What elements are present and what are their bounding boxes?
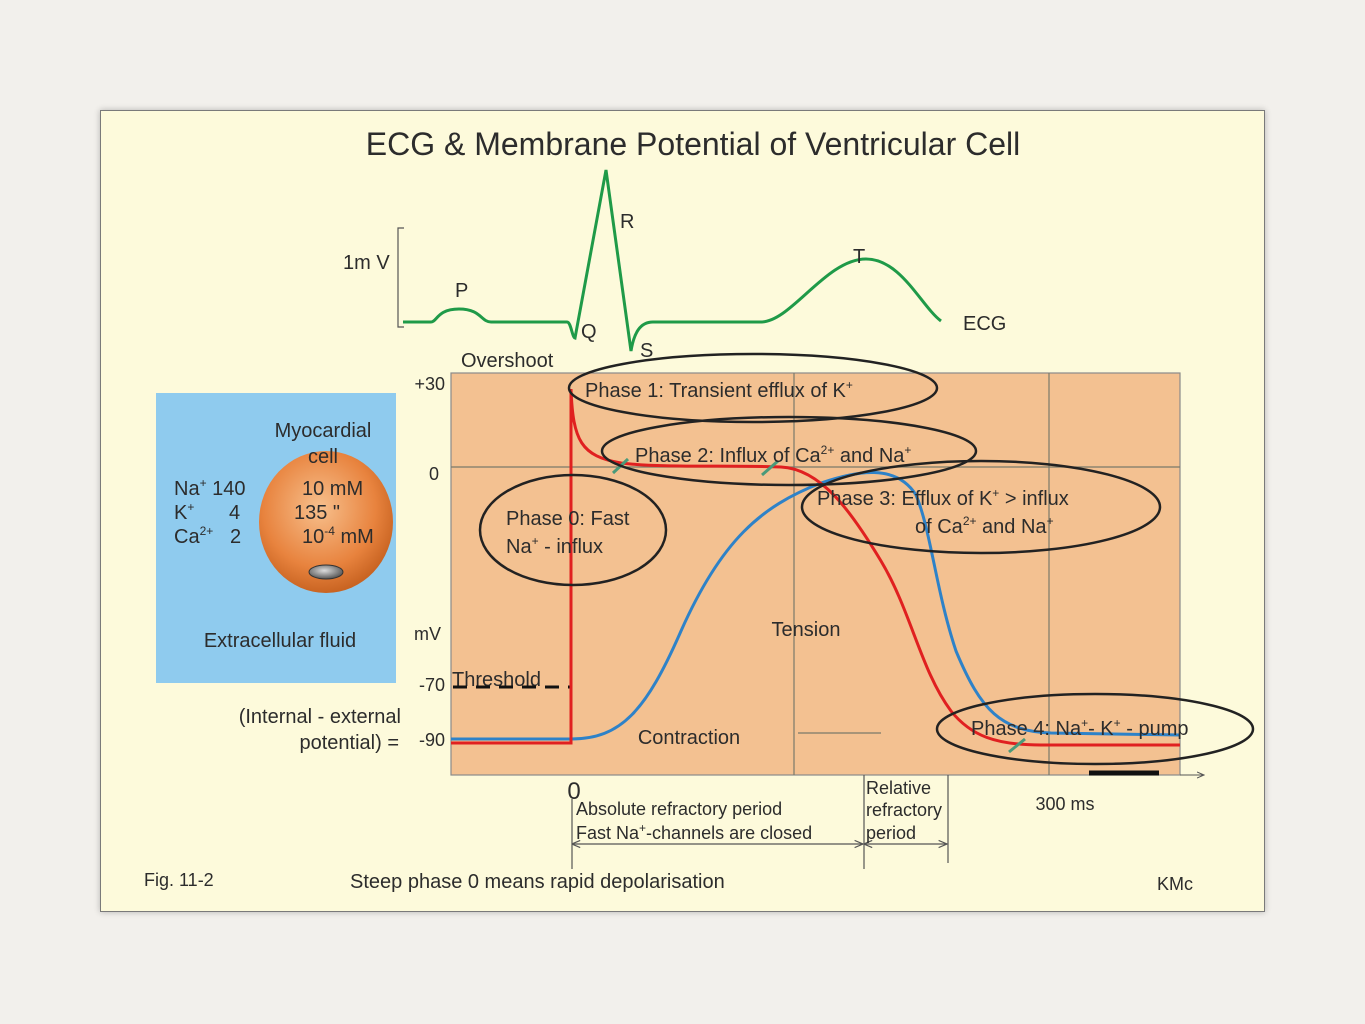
phase2-label: Phase 2: Influx of Ca2+ and Na+ <box>635 443 911 467</box>
phase4-ellipse <box>935 692 1255 766</box>
contraction-label: Contraction <box>638 727 740 749</box>
threshold-label: Threshold <box>452 669 541 691</box>
phase3-label-line1: Phase 3: Efflux of K+ > influx <box>817 486 1069 510</box>
slide: ECG & Membrane Potential of Ventricular … <box>100 110 1265 912</box>
diagram: ECG & Membrane Potential of Ventricular … <box>144 126 1255 894</box>
ecg-scale-bracket <box>397 227 404 328</box>
extracellular-label: Extracellular fluid <box>204 630 356 652</box>
ion-ca-outside: 2 <box>230 526 241 548</box>
y-axis-unit: mV <box>414 624 441 644</box>
phase4-label: Phase 4: Na+- K+ - pump <box>971 716 1188 740</box>
phase0-ellipse <box>478 473 668 587</box>
y-tick-0: 0 <box>429 464 439 484</box>
ion-k-inside: 135 " <box>294 502 340 524</box>
phase1-ellipse <box>567 352 939 424</box>
ecg-label: ECG <box>963 313 1006 335</box>
y-tick-minus90: -90 <box>419 730 445 750</box>
ion-table: Na+ 140 10 mM K+ 4 135 " Ca2+ 2 10-4 mM <box>174 476 374 548</box>
caption: Steep phase 0 means rapid depolarisation <box>350 871 725 893</box>
x-zero-label: 0 <box>567 778 580 805</box>
ecg-t-label: T <box>853 246 865 268</box>
ecg-scale-label: 1m V <box>343 252 390 274</box>
ecg-p-label: P <box>455 280 468 302</box>
cell-label-line1: Myocardial <box>275 420 372 442</box>
ion-k: K+ <box>174 500 194 524</box>
tension-label: Tension <box>772 619 841 641</box>
refractory-markers <box>571 775 949 869</box>
y-tick-minus70: -70 <box>419 675 445 695</box>
figure-number: Fig. 11-2 <box>144 870 214 890</box>
ion-ca-inside: 10-4 mM <box>302 524 374 548</box>
scale-bar-label: 300 ms <box>1035 794 1094 814</box>
axis-note-line2: potential) = <box>299 732 399 754</box>
myocardial-cell <box>259 451 393 593</box>
axis-note-line1: (Internal - external <box>239 706 401 728</box>
relative-refractory-line2: refractory <box>866 800 942 820</box>
credit: KMc <box>1157 874 1193 894</box>
phase0-label-line1: Phase 0: Fast <box>506 508 630 530</box>
phase2-ellipse <box>600 415 978 487</box>
phase3-label-line2: of Ca2+ and Na+ <box>915 514 1054 538</box>
ion-ca: Ca2+ <box>174 524 213 548</box>
phase1-label: Phase 1: Transient efflux of K+ <box>585 378 853 402</box>
phase0-label-line2: Na+ - influx <box>506 534 603 558</box>
cell-nucleus <box>308 564 344 580</box>
ecg-s-label: S <box>640 340 653 362</box>
ecg-r-label: R <box>620 211 634 233</box>
absolute-refractory-line1: Absolute refractory period <box>576 799 782 819</box>
absolute-refractory-line2: Fast Na+-channels are closed <box>576 821 812 843</box>
ion-k-outside: 4 <box>229 502 240 524</box>
ion-na: Na+ 140 <box>174 476 246 500</box>
ecg-trace <box>403 169 942 352</box>
relative-refractory-line1: Relative <box>866 778 931 798</box>
diagram-title: ECG & Membrane Potential of Ventricular … <box>366 126 1021 162</box>
y-tick-plus30: +30 <box>414 374 445 394</box>
phase3-ellipse <box>800 459 1162 555</box>
relative-refractory-line3: period <box>866 823 916 843</box>
overshoot-label: Overshoot <box>461 350 554 372</box>
plot-area <box>450 372 1181 776</box>
cell-label-line2: cell <box>308 446 338 468</box>
ion-na-inside: 10 mM <box>302 478 363 500</box>
ecg-q-label: Q <box>581 321 597 343</box>
